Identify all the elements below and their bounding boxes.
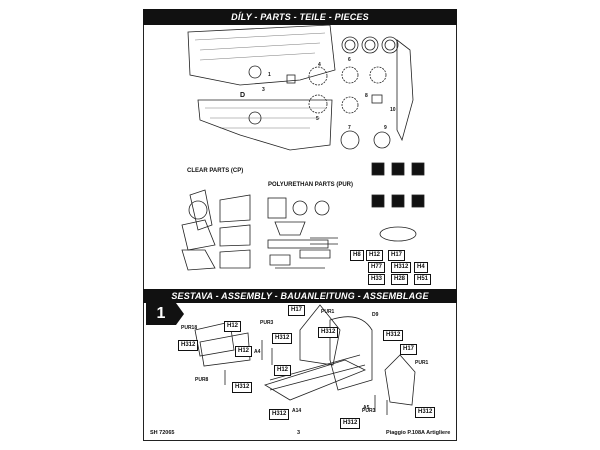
assembly-code: H312 (178, 340, 199, 351)
seat-b (384, 354, 416, 406)
part-number: 3 (262, 87, 265, 93)
assembly-title-bar: SESTAVA - ASSEMBLY - BAUANLEITUNG - ASSE… (143, 289, 457, 303)
label-pur3b: PUR3 (362, 408, 376, 414)
instruction-page (143, 9, 457, 441)
label-pur8: PUR8 (195, 377, 209, 383)
step-number: 1 (146, 303, 184, 325)
polyurethan-parts-title: POLYURETHAN PARTS (PUR) (268, 182, 354, 188)
part-number: 1 (268, 72, 271, 78)
paint-code: H8 (350, 250, 364, 261)
part-number: 4 (318, 62, 321, 68)
assembly-code: H312 (415, 407, 436, 418)
label-a4: A4 (254, 349, 261, 355)
wing-part-lower (197, 99, 333, 151)
part-number: 8 (365, 93, 368, 99)
label-a5: A5 (363, 405, 370, 411)
paint-code: H33 (368, 274, 386, 285)
label-d9: D9 (372, 312, 379, 318)
assembly-code: H12 (235, 346, 253, 357)
paint-code: H51 (414, 274, 432, 285)
label-a14: A14 (292, 408, 302, 414)
seat-a (299, 304, 341, 366)
part-circle (248, 65, 262, 79)
label-pur1b: PUR1 (415, 360, 429, 366)
assembly-code: H12 (224, 321, 242, 332)
wing-part-upper (187, 24, 336, 86)
floor (264, 359, 366, 401)
paint-code: H28 (391, 274, 409, 285)
part-number: 9 (384, 125, 387, 131)
assembly-code: H312 (232, 382, 253, 393)
paint-code: H77 (368, 262, 386, 273)
paint-code: H4 (414, 262, 428, 273)
bulkhead (329, 316, 373, 391)
paint-code: H12 (366, 250, 384, 261)
part-number: 5 (316, 116, 319, 122)
footer-title: Piaggio P.108A Artigliere (386, 430, 451, 436)
part-number: 6 (348, 57, 351, 63)
assembly-code: H312 (318, 327, 339, 338)
parts-title-bar: DÍLY - PARTS - TEILE - PIECES (143, 9, 457, 25)
label-pur3a: PUR3 (260, 320, 274, 326)
assembly-title: SESTAVA - ASSEMBLY - BAUANLEITUNG - ASSE… (171, 291, 429, 301)
assembly-code: H17 (288, 305, 306, 316)
paint-code: H17 (388, 250, 406, 261)
footer-page: 3 (297, 430, 301, 436)
assembly-code: H312 (383, 330, 404, 341)
assembly-code: H312 (340, 418, 361, 429)
label-pur18: PUR18 (181, 325, 198, 331)
parts-title: DÍLY - PARTS - TEILE - PIECES (231, 12, 369, 22)
assembly-code: H12 (274, 365, 292, 376)
part-number: 10 (390, 107, 396, 113)
assembly-code: H312 (272, 333, 293, 344)
label-pur1a: PUR1 (321, 309, 335, 315)
part-number: 7 (348, 125, 351, 131)
paint-code: H312 (391, 262, 412, 273)
assembly-code: H312 (269, 409, 290, 420)
footer-catalog: SH 72065 (150, 430, 175, 436)
assembly-code: H17 (400, 344, 418, 355)
clear-parts-title: CLEAR PARTS (CP) (187, 168, 244, 174)
part-label-d: D (240, 92, 246, 99)
